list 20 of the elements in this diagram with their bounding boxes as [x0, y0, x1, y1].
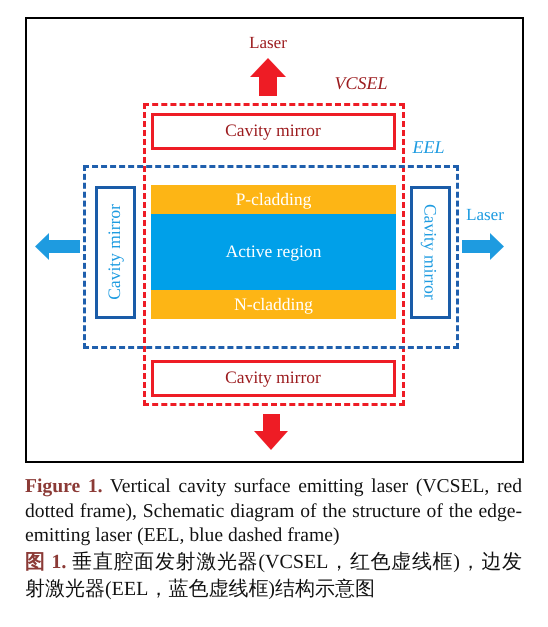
active-region-layer [151, 214, 396, 290]
cladding-layer [151, 290, 396, 319]
layer-label: P-cladding [236, 190, 312, 210]
layer-label: Cavity mirror [225, 368, 321, 388]
cavity-mirror [410, 186, 450, 318]
layer-label: N-cladding [234, 294, 313, 314]
cavity-mirror [150, 112, 396, 150]
layer-label: Cavity mirror [105, 204, 125, 300]
figure-caption: 图 1. 垂直腔面发射激光器(VCSEL，红色虚线框)，边发射激光器(EEL，蓝色虚线框)结构示意图 [25, 550, 522, 602]
layer-label: Active region [226, 242, 322, 262]
cavity-mirror [150, 360, 396, 396]
direction-label: Laser [466, 206, 504, 225]
frame-title: EEL [412, 138, 445, 158]
figure-caption: Figure 1. Vertical cavity surface emitting laser (VCSEL, red dotted frame), Schematic diagram of the structure of the edge-emitting laser (EEL, blue dashed frame) [25, 475, 522, 548]
layer-label: Cavity mirror [225, 121, 321, 141]
layer-label: Cavity mirror [420, 204, 440, 300]
cladding-layer [151, 185, 396, 214]
direction-label: Laser [249, 34, 287, 53]
cavity-mirror [94, 186, 136, 318]
frame-title: VCSEL [334, 74, 388, 94]
